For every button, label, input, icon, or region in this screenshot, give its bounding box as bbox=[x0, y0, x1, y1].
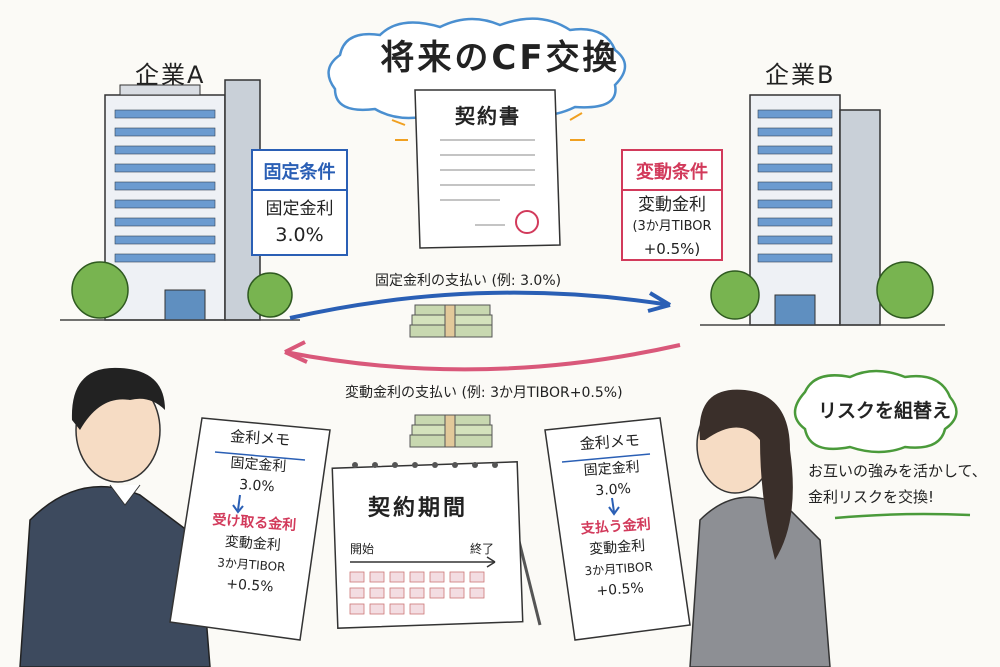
memo-right-paper bbox=[544, 417, 691, 641]
floating-rate-base: (3か月TIBOR bbox=[632, 219, 712, 234]
businessman-figure bbox=[19, 367, 211, 667]
memo-left-paper bbox=[169, 417, 331, 641]
building-a bbox=[60, 79, 300, 321]
fixed-payment-arrow bbox=[289, 290, 671, 320]
fixed-terms-text: 固定条件 固定金利 3.0% bbox=[252, 158, 347, 248]
floating-terms-box bbox=[621, 149, 723, 261]
company-a-label: 企業A bbox=[135, 61, 206, 89]
cash-stack-bottom-icon bbox=[409, 414, 493, 448]
memo-right-text: 金利メモ 固定金利 3.0% 支払う金利 変動金利 3か月TIBOR +0.5% bbox=[554, 428, 676, 604]
page-title: 将来のCF交換 bbox=[380, 38, 620, 78]
floating-payment-label: 変動金利の支払い (例: 3か月TIBOR+0.5%) bbox=[345, 385, 623, 401]
risk-cloud bbox=[793, 369, 958, 454]
floating-terms-text: 変動条件 変動金利 (3か月TIBOR +0.5%) bbox=[622, 158, 722, 260]
building-b bbox=[700, 94, 945, 326]
risk-bubble-text: リスクを組替え bbox=[818, 400, 952, 422]
calendar bbox=[331, 461, 542, 629]
floating-payment-arrow bbox=[284, 343, 681, 372]
caption-line-1: お互いの強みを活かして、 bbox=[808, 462, 987, 480]
calendar-title: 契約期間 bbox=[368, 496, 469, 521]
fixed-rate-label: 固定金利 bbox=[265, 199, 334, 219]
memo-left-text: 金利メモ 固定金利 3.0% 受け取る金利 変動金利 3か月TIBOR +0.5… bbox=[194, 424, 316, 600]
floating-rate-spread: +0.5%) bbox=[643, 240, 701, 258]
floating-terms-heading: 変動条件 bbox=[636, 162, 708, 183]
fixed-terms-box bbox=[251, 149, 348, 256]
fixed-terms-heading: 固定条件 bbox=[263, 162, 336, 183]
caption-line-2: 金利リスクを交換! bbox=[808, 488, 935, 506]
businesswoman-figure bbox=[689, 389, 831, 667]
caption-underline bbox=[834, 512, 971, 520]
calendar-end-label: 終了 bbox=[470, 542, 495, 556]
contract-title: 契約書 bbox=[455, 104, 521, 128]
contract-document bbox=[391, 89, 585, 249]
floating-rate-label: 変動金利 bbox=[638, 195, 706, 215]
fixed-payment-label: 固定金利の支払い (例: 3.0%) bbox=[375, 273, 562, 289]
cash-stack-top-icon bbox=[409, 304, 493, 338]
fixed-rate-value: 3.0% bbox=[275, 224, 324, 246]
company-b-label: 企業B bbox=[765, 61, 836, 89]
caption: お互いの強みを活かして、 金利リスクを交換! bbox=[808, 458, 987, 510]
calendar-start-label: 開始 bbox=[350, 542, 375, 556]
